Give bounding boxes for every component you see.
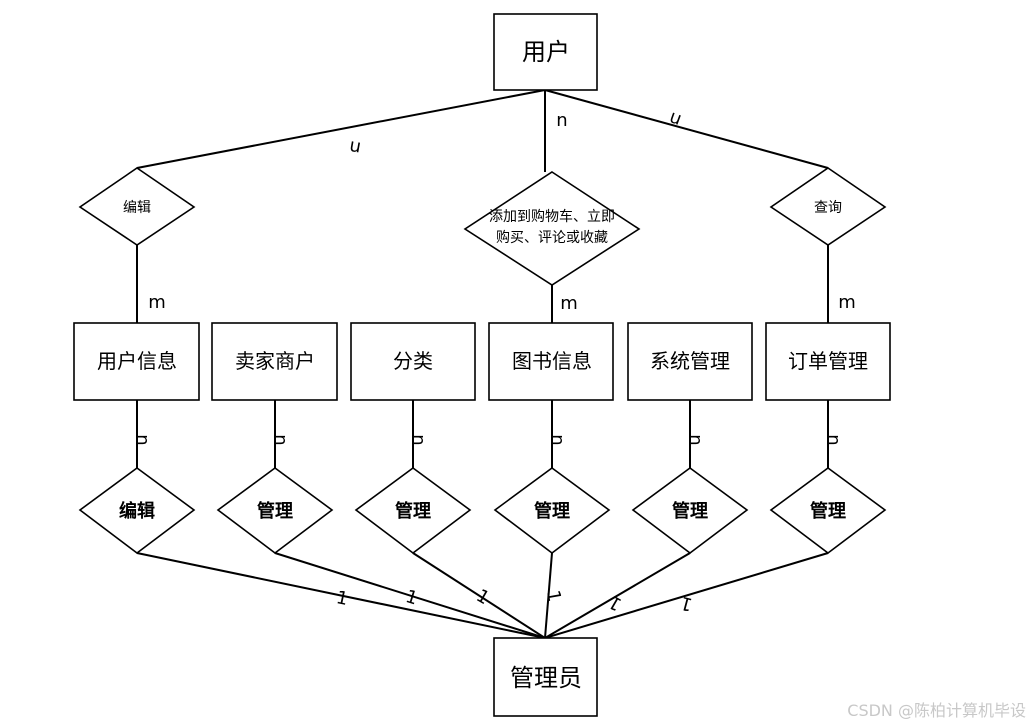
relation-manage-seller: 管理	[216, 467, 334, 555]
card-lower-0: n	[132, 434, 153, 445]
entity-category-label: 分类	[393, 349, 433, 373]
card-lower-2: n	[408, 434, 429, 445]
entity-book-info: 图书信息	[488, 322, 614, 401]
card-bottom-0: 1	[334, 587, 350, 610]
card-lower-3: n	[547, 434, 568, 445]
line-manage4-admin	[544, 552, 691, 639]
card-mid-right: m	[838, 292, 856, 313]
card-bottom-3: 1	[542, 589, 565, 604]
card-bottom-1: 1	[403, 586, 420, 609]
line-manage5-admin	[544, 552, 829, 639]
relation-bottom-label-5: 管理	[810, 500, 846, 522]
card-top-left: n	[348, 136, 363, 159]
relation-query-label: 查询	[814, 200, 842, 216]
relation-manage-system: 管理	[631, 467, 749, 555]
relation-query: 查询	[769, 167, 887, 246]
entity-admin: 管理员	[493, 637, 598, 717]
card-top-mid: n	[556, 110, 567, 131]
line-edit2-admin	[136, 552, 546, 639]
relation-bottom-label-1: 管理	[257, 500, 293, 522]
entity-order-mgmt-label: 订单管理	[788, 349, 868, 373]
relation-edit-top-label: 编辑	[123, 200, 151, 216]
line-manage1-admin	[274, 552, 546, 639]
line-manage2-admin	[412, 552, 546, 639]
entity-user-info-label: 用户信息	[97, 349, 177, 373]
entity-seller-label: 卖家商户	[235, 349, 315, 373]
entity-user: 用户	[493, 13, 598, 91]
entity-admin-label: 管理员	[510, 664, 582, 692]
relation-add-to-cart: 添加到购物车、立即 购买、评论或收藏	[463, 171, 641, 286]
card-lower-1: n	[270, 434, 291, 445]
line-user-query	[544, 89, 829, 169]
relation-manage-book: 管理	[493, 467, 611, 555]
relation-add-line2: 购买、评论或收藏	[496, 230, 608, 246]
relation-edit-bottom: 编辑	[78, 467, 196, 555]
entity-user-label: 用户	[522, 38, 570, 66]
entity-system-mgmt: 系统管理	[627, 322, 753, 401]
relation-bottom-label-2: 管理	[395, 500, 431, 522]
entity-book-info-label: 图书信息	[512, 349, 592, 373]
relation-bottom-label-0: 编辑	[119, 500, 155, 522]
card-lower-4: n	[685, 434, 706, 445]
entity-seller: 卖家商户	[211, 322, 338, 401]
relation-manage-order: 管理	[769, 467, 887, 555]
entity-category: 分类	[350, 322, 476, 401]
line-user-edit	[136, 89, 546, 169]
card-bottom-5: 1	[678, 592, 694, 615]
watermark: CSDN @陈柏计算机毕设	[847, 701, 1026, 720]
relation-add-line1: 添加到购物车、立即	[489, 208, 615, 225]
card-mid-mid: m	[560, 293, 578, 314]
card-bottom-2: 1	[473, 585, 493, 609]
entity-user-info: 用户信息	[73, 322, 200, 401]
card-mid-left: m	[148, 292, 166, 313]
relation-manage-category: 管理	[354, 467, 472, 555]
entity-system-mgmt-label: 系统管理	[650, 349, 730, 373]
relation-edit-top: 编辑	[78, 167, 196, 246]
relation-bottom-label-4: 管理	[672, 500, 708, 522]
card-lower-5: n	[823, 434, 844, 445]
entity-order-mgmt: 订单管理	[765, 322, 891, 401]
card-bottom-4: 1	[605, 591, 625, 615]
line-manage3-admin	[544, 552, 553, 639]
connectors	[136, 89, 829, 639]
relation-bottom-label-3: 管理	[534, 500, 570, 522]
